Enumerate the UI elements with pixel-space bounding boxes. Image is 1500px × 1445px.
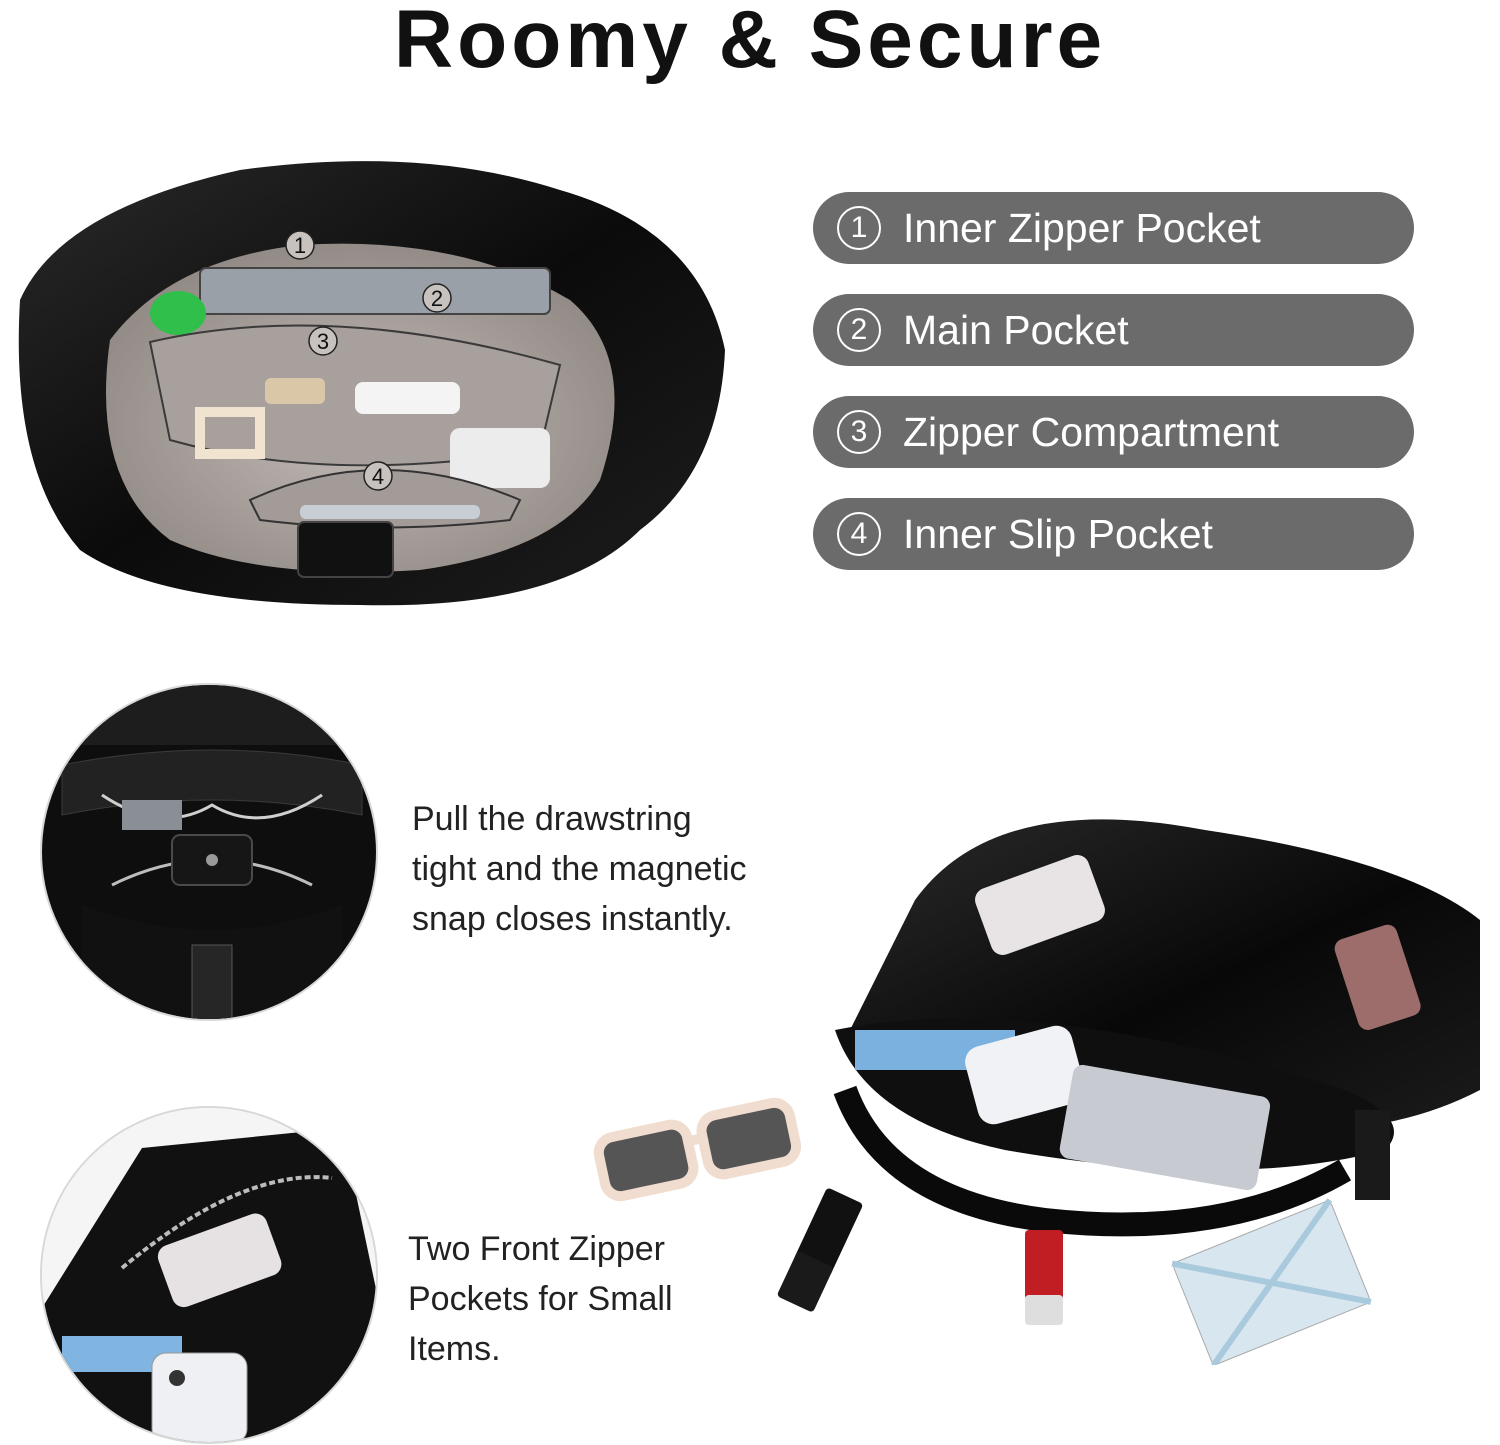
drawstring-closeup-photo <box>40 683 378 1021</box>
feature-label: Main Pocket <box>903 306 1129 353</box>
caption-line: snap closes instantly. <box>412 900 733 938</box>
feature-pill-4: 4 Inner Slip Pocket <box>813 498 1414 570</box>
marker-2: 2 <box>431 286 443 311</box>
bag-interior-photo: 1 2 3 4 <box>18 161 725 606</box>
feature-label: Inner Slip Pocket <box>903 510 1213 557</box>
caption-line: tight and the magnetic <box>412 850 747 888</box>
marker-1: 1 <box>294 233 306 258</box>
caption-line: Two Front Zipper <box>408 1230 665 1268</box>
number-badge: 1 <box>837 206 881 250</box>
feature-pill-1: 1 Inner Zipper Pocket <box>813 192 1414 264</box>
bag-with-accessories-photo <box>593 819 1480 1365</box>
number-badge: 2 <box>837 308 881 352</box>
feature-label: Zipper Compartment <box>903 408 1279 455</box>
number-badge: 3 <box>837 410 881 454</box>
caption-line: Items. <box>408 1330 501 1368</box>
feature-label: Inner Zipper Pocket <box>903 204 1261 251</box>
drawstring-caption: Pull the drawstring tight and the magnet… <box>412 794 747 944</box>
caption-line: Pockets for Small <box>408 1280 673 1318</box>
marker-4: 4 <box>372 464 384 489</box>
feature-pill-2: 2 Main Pocket <box>813 294 1414 366</box>
number-badge: 4 <box>837 512 881 556</box>
caption-line: Pull the drawstring <box>412 800 692 838</box>
marker-3: 3 <box>317 329 329 354</box>
feature-pill-3: 3 Zipper Compartment <box>813 396 1414 468</box>
page-title: Roomy & Secure <box>393 0 1107 85</box>
front-pockets-caption: Two Front Zipper Pockets for Small Items… <box>408 1224 673 1374</box>
front-pocket-closeup-photo <box>40 1106 378 1444</box>
